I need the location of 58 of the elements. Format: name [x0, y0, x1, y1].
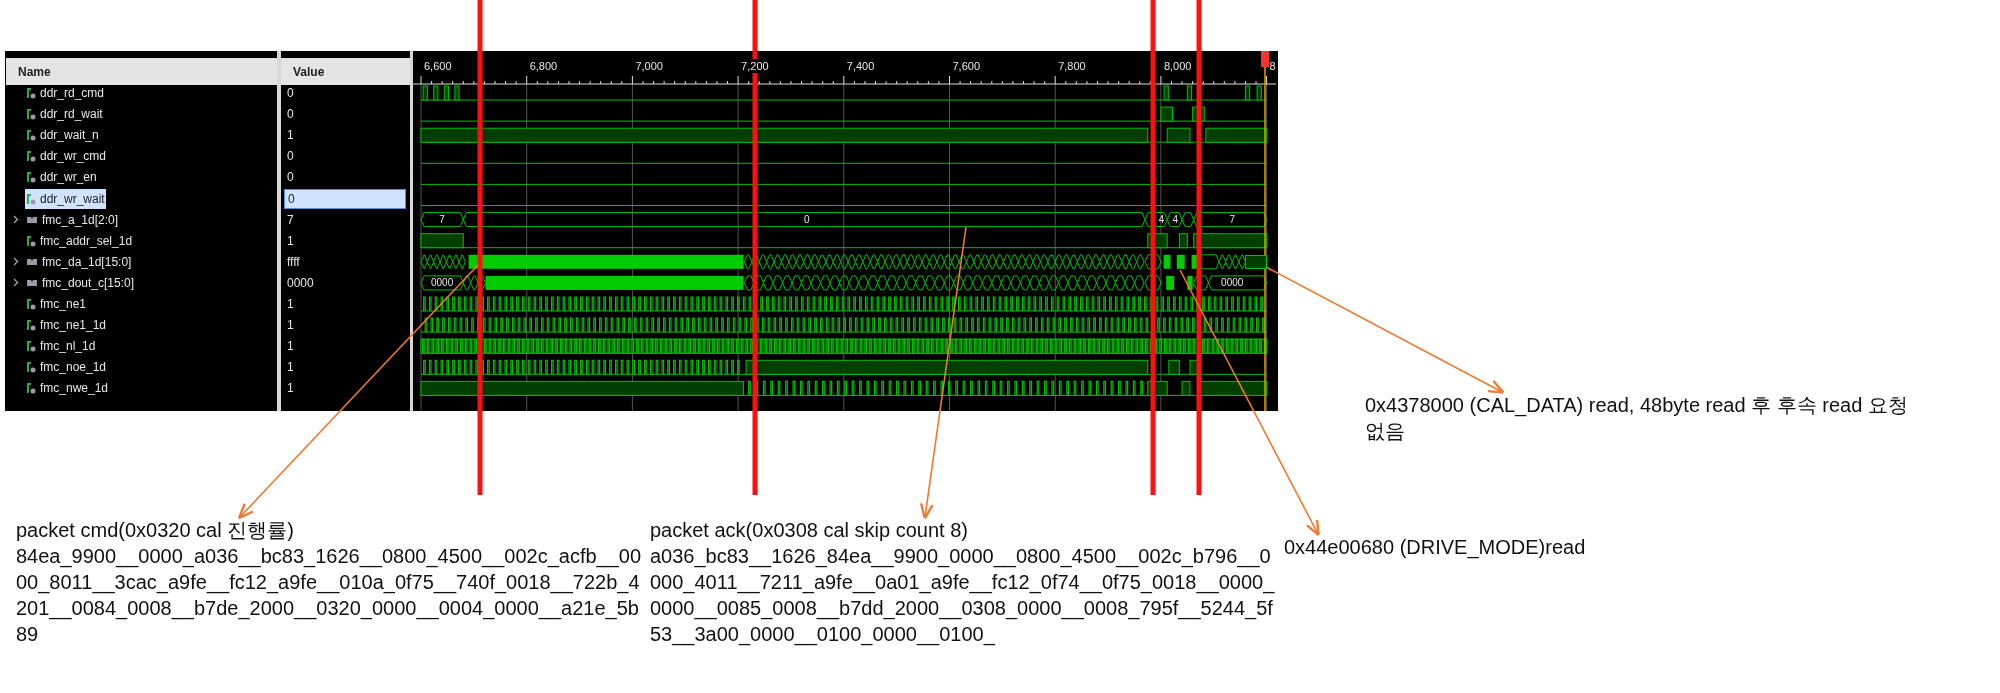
annotation-text: 0x44e00680 (DRIVE_MODE)read — [1284, 534, 1586, 560]
time-tick-label: 6,600 — [423, 59, 453, 73]
hex-dump-text: 84ea_9900__0000_a036__bc83_1626__0800_4500__002c_acfb__0000_8011__3cac_a9fe__fc12_a9fe__010a_0f75__740f_0018__722b_4201__0084_0008__b7de_2000__0320_0000__0004_0000__a21e_5b89 — [16, 544, 643, 647]
leader-arrow — [919, 226, 967, 520]
bus-value-label: 0 — [804, 213, 810, 226]
signal-value: 0 — [287, 169, 294, 187]
signal-name: fmc_dout_c[15:0] — [42, 274, 135, 292]
time-tick-label: 7,800 — [1057, 59, 1087, 73]
signal-value: 0 — [288, 190, 295, 208]
signal-name: fmc_nl_1d — [40, 338, 96, 356]
column-header: Name — [18, 64, 51, 81]
signal-name: ddr_wr_wait — [40, 190, 105, 208]
column-header: Value — [293, 64, 325, 81]
leader-arrow — [237, 264, 479, 520]
time-tick-label: 8 — [1268, 59, 1277, 73]
signal-value: 1 — [287, 359, 294, 377]
signal-value: 1 — [287, 296, 294, 313]
annotation-heading: packet ack(0x0308 cal skip count 8) — [650, 518, 969, 543]
signal-value: 0000 — [287, 274, 314, 292]
bus-value-label: 4 — [1158, 213, 1165, 226]
bus-value-label: 0000 — [1221, 276, 1244, 289]
annotation-heading: packet cmd(0x0320 cal 진행률) — [16, 518, 295, 543]
signal-name: fmc_ne1_1d — [40, 317, 107, 335]
leader-arrow — [1179, 269, 1320, 537]
signal-value: 0 — [287, 106, 294, 124]
bus-value-label: 7 — [439, 213, 445, 226]
signal-name: ddr_wait_n — [40, 127, 99, 145]
signal-value: ffff — [287, 253, 300, 271]
signal-value: 1 — [287, 317, 294, 335]
signal-value: 0 — [287, 85, 294, 102]
signal-name: fmc_addr_sel_1d — [40, 232, 133, 250]
signal-name: ddr_wr_en — [40, 169, 97, 187]
signal-name: fmc_da_1d[15:0] — [42, 253, 132, 271]
time-tick-label: 7,200 — [740, 59, 770, 73]
signal-name: ddr_wr_cmd — [40, 148, 107, 166]
signal-value: 1 — [287, 232, 294, 250]
time-tick-label: 7,400 — [845, 59, 876, 73]
signal-name: fmc_ne1 — [40, 296, 87, 313]
signal-value: 1 — [287, 338, 294, 356]
signal-name: fmc_a_1d[2:0] — [42, 211, 119, 229]
signal-value: 1 — [287, 380, 294, 398]
time-tick-label: 7,600 — [951, 59, 982, 73]
time-tick-label: 8,000 — [1162, 59, 1193, 73]
signal-name: ddr_rd_cmd — [40, 85, 105, 102]
signal-value: 7 — [287, 211, 294, 229]
signal-value: 0 — [287, 148, 294, 166]
signal-name: fmc_nwe_1d — [40, 380, 109, 398]
signal-name: fmc_noe_1d — [40, 359, 107, 377]
bus-value-label: 7 — [1229, 213, 1235, 226]
annotation-text: 0x4378000 (CAL_DATA) read, 48byte read 후 후속 read 요청 없음 — [1365, 392, 1925, 444]
signal-name: ddr_rd_wait — [40, 106, 103, 124]
time-tick-label: 6,800 — [528, 59, 559, 73]
bus-value-label: 0000 — [431, 276, 454, 289]
bus-value-label: 4 — [1172, 213, 1178, 226]
hex-dump-text: a036_bc83__1626_84ea__9900_0000__0800_4500__002c_b796__0000_4011__7211_a9fe__0a01_a9fe__fc12_0f74__0f75_0018__0000_0000__0085_0008__b7dd_2000__0308_0000__0008_795f__5244_5f53__3a00_0000__0100_0000__0100_ — [650, 544, 1276, 647]
time-tick-label: 7,000 — [634, 59, 664, 73]
signal-value: 1 — [287, 127, 294, 145]
leader-arrow — [1265, 266, 1505, 394]
